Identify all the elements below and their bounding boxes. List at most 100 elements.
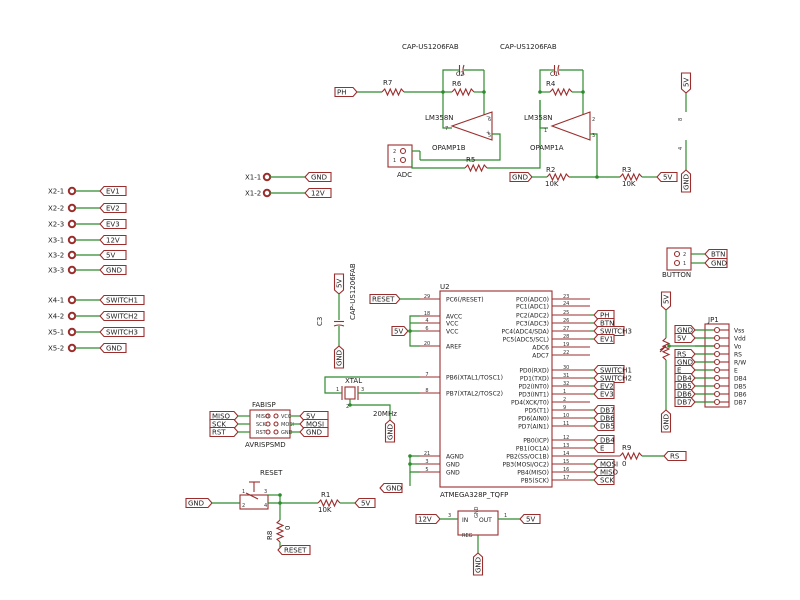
jp1-pin-label: RS [734, 352, 742, 359]
mcu-pin-number: 22 [563, 350, 569, 356]
x1-pin-name: X1-1 [245, 174, 261, 182]
button-pin [673, 259, 681, 267]
mcu-net-label [593, 388, 615, 400]
connector-net-label [99, 185, 127, 197]
connector-name: X3-2 [48, 252, 64, 260]
pin: 3 [448, 513, 451, 519]
jp1-net-label-text: DB5 [677, 383, 692, 391]
pin: 6 [488, 117, 491, 123]
jp1-pin-label: Vdd [734, 336, 746, 343]
isp-right-net-label-text: GND [306, 429, 322, 437]
mcu-net-label-text: PH [600, 312, 610, 320]
junction-dot [667, 344, 671, 348]
jp1-pin [713, 326, 721, 334]
mcu-net-label-text: SCK [600, 477, 614, 485]
pin: 2 [242, 503, 245, 509]
r2-label: R2 [546, 166, 555, 174]
pin-8: 8 [678, 118, 684, 121]
connector-net-label [99, 326, 145, 338]
jp1-pin [713, 350, 721, 358]
mcu-pin-label: ADC6 [532, 345, 549, 352]
mcu-pin-number: 32 [563, 381, 569, 387]
isp-pin [273, 421, 279, 427]
jp1-net-label-text: 5V [677, 335, 686, 343]
mcu-net-label-text: MISO [600, 469, 619, 477]
regulator-in-net-label-text: 12V [418, 516, 432, 524]
c2-value: CAP-US1206FAB [402, 43, 459, 51]
opamp-minus: − [486, 114, 490, 120]
mcu-pin-label: PD2(INT0) [519, 384, 549, 391]
pwr-5v-net-label-text: 5V [683, 78, 691, 87]
regulator-out: OUT [479, 517, 492, 524]
x1-net-label-text: GND [311, 174, 327, 182]
jp1-pin [713, 382, 721, 390]
mcu-pin-number: 20 [424, 341, 430, 347]
xtal-gnd-net-label-text: GND [387, 424, 395, 440]
mcu-pin-number: 4 [425, 318, 428, 324]
isp-pin-label: RST [256, 430, 267, 436]
pin: 2 [683, 252, 686, 258]
mcu-reset-net-label-text: RESET [372, 296, 395, 304]
mcu-pin-label: AREF [446, 344, 462, 351]
button-gnd-net-label-text: GND [711, 260, 727, 268]
isp-pin-label: MISO [256, 414, 269, 420]
mcu-pin-number: 6 [425, 326, 428, 332]
mcu-pin-number: 7 [425, 372, 428, 378]
connector-net-label [99, 264, 127, 276]
mcu-pin-number: 29 [424, 294, 430, 300]
connector-pin [67, 295, 77, 305]
regulator-gnd: GND [474, 506, 480, 518]
mcu-net-label-text: EV3 [600, 391, 614, 399]
mcu-net-label-text: DB4 [600, 437, 615, 445]
r2-gnd-net-label-text: GND [512, 174, 528, 182]
button-pin [673, 250, 681, 258]
mcu-pin-label: AGND [446, 454, 464, 461]
mcu-pin-label: PB6(XTAL1/TOSC1) [446, 375, 503, 382]
pin: 3 [592, 133, 595, 139]
jp1-net-label-text: E [677, 367, 681, 375]
isp-pin-label: GND [281, 430, 293, 436]
connector-net-label [99, 294, 145, 306]
connector-net-label [99, 202, 127, 214]
adc-pin [399, 147, 407, 155]
isp-left-net-label-text: RST [212, 429, 226, 437]
regulator-gnd-net-label-text: GND [475, 557, 483, 573]
mcu-body [439, 290, 553, 488]
regulator-in: IN [462, 517, 468, 524]
pin: 7 [445, 126, 448, 132]
connector-pin [67, 311, 77, 321]
isp-left-net-label [209, 426, 239, 438]
isp-pin-label: SCK [256, 422, 267, 428]
isp-right-net-label-text: MOSI [306, 421, 324, 429]
connector-name: X2-1 [48, 188, 64, 196]
jp1-pin-label: Vss [734, 328, 744, 335]
opamp-plus: + [486, 130, 490, 136]
connector-net-label-text: EV1 [106, 188, 120, 196]
mcu-pin-number: 25 [563, 310, 569, 316]
connector-pin [262, 188, 272, 198]
opamp-b-symbol [450, 111, 493, 141]
x1-net-label [304, 187, 332, 199]
r9-label: R9 [622, 444, 631, 452]
junction-dot [278, 493, 282, 497]
button-name: BUTTON [662, 271, 691, 279]
wire [442, 92, 452, 129]
pwr-5v-net-label [680, 72, 692, 94]
jp1-pin-label: Vo [734, 344, 742, 351]
resistor-r7 [381, 87, 405, 97]
mcu-pin-number: 12 [563, 435, 569, 441]
pot-gnd-net-label [660, 409, 672, 433]
junction-dot [408, 454, 412, 458]
connector-net-label-text: EV2 [106, 205, 120, 213]
connector-pin [262, 172, 272, 182]
connector-net-label [99, 249, 127, 261]
isp-left-net-label-text: MISO [212, 413, 231, 421]
pwr-gnd-net-label-text: GND [683, 174, 691, 190]
reset-net-label-text: RESET [284, 547, 307, 555]
button-header-outline [666, 247, 692, 271]
